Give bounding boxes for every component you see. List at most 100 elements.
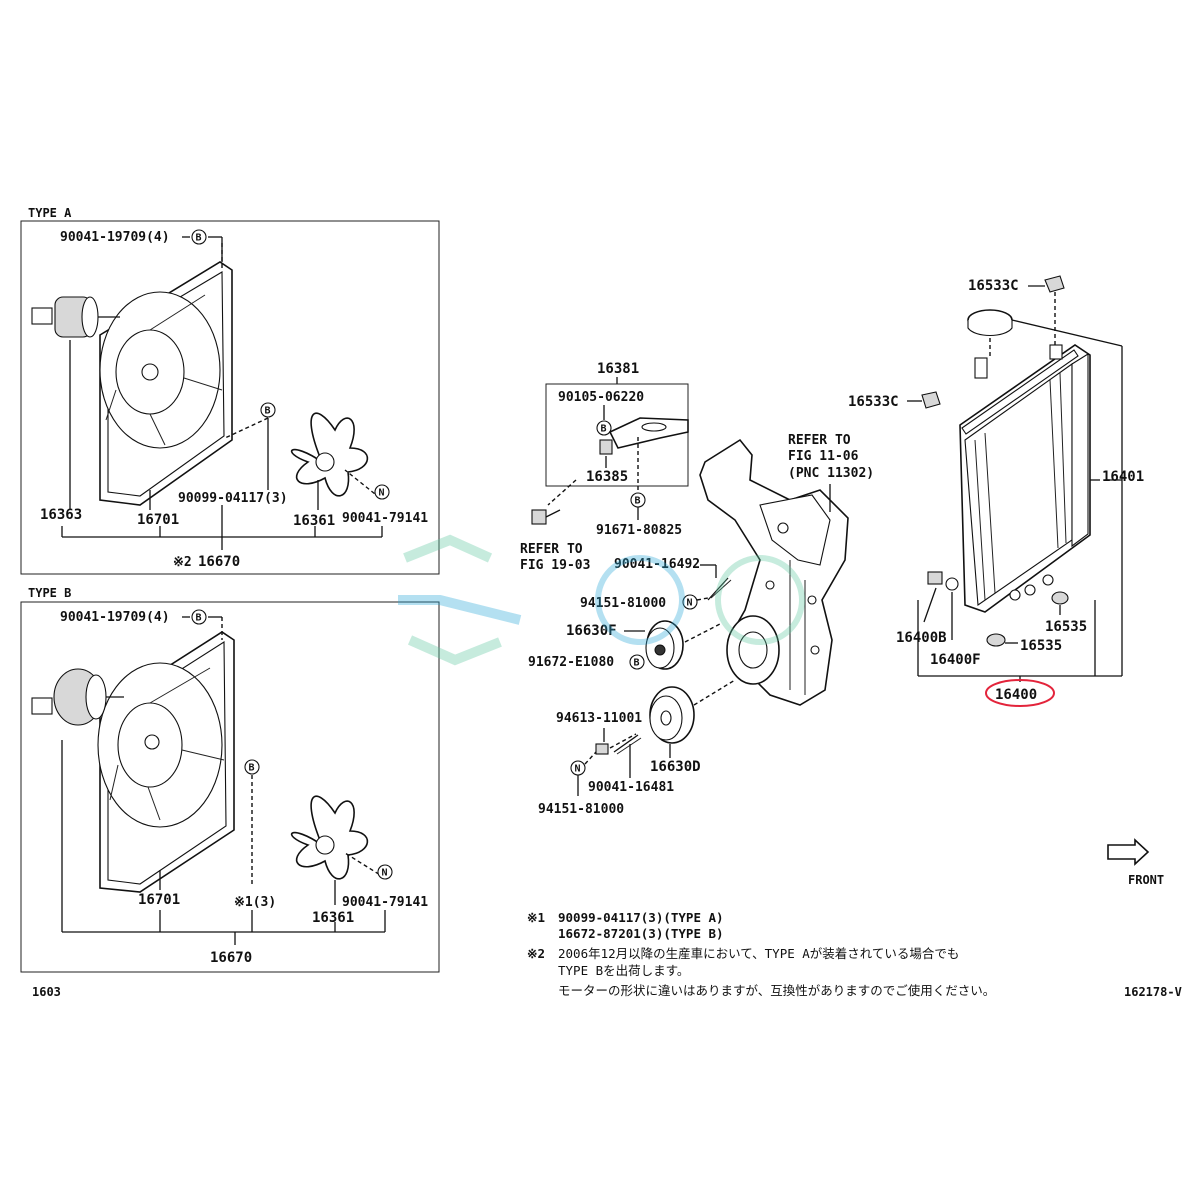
n-letter: N bbox=[382, 868, 388, 879]
nut-top-label: 94151-81000 bbox=[580, 596, 666, 611]
front-label: FRONT bbox=[1128, 873, 1164, 887]
type-b-bolt-mid-label: ※1(3) bbox=[234, 895, 276, 910]
type-a-motor bbox=[31, 296, 120, 338]
type-a-frame bbox=[20, 220, 440, 575]
type-b-b-mark-mid bbox=[244, 759, 260, 775]
page-number: 1603 bbox=[32, 985, 61, 999]
type-a-assembly-mark: ※2 bbox=[173, 555, 192, 570]
type-a-bolt-top-label: 90041-19709(4) bbox=[60, 230, 170, 245]
b-letter: B bbox=[196, 613, 202, 624]
type-b-bolt-top-label: 90041-19709(4) bbox=[60, 610, 170, 625]
refer-11-line3: (PNC 11302) bbox=[788, 466, 874, 481]
type-a-shroud-label: 16701 bbox=[137, 512, 179, 528]
type-b-fan bbox=[290, 795, 369, 880]
core-label: 16401 bbox=[1102, 469, 1144, 485]
notes: ※1 90099-04117(3)(TYPE A) 16672-87201(3)… bbox=[527, 910, 995, 998]
watermark bbox=[398, 534, 805, 666]
n-letter: N bbox=[379, 488, 385, 499]
idler-top-label: 16630F bbox=[566, 623, 617, 639]
bracket-group-frame bbox=[545, 383, 689, 487]
radiator-body bbox=[959, 344, 1091, 613]
type-a-bolt-mid-label: 90099-04117(3) bbox=[178, 491, 288, 506]
type-a-shroud bbox=[99, 261, 233, 506]
note2-line2: TYPE Bを出荷します。 bbox=[558, 963, 689, 978]
note2-mark: ※2 bbox=[527, 946, 545, 961]
clip-label: 91671-80825 bbox=[596, 523, 682, 538]
type-a-title: TYPE A bbox=[28, 206, 72, 220]
note1-line2: 16672-87201(3)(TYPE B) bbox=[558, 926, 724, 941]
cap-top-label: 16533C bbox=[968, 278, 1019, 294]
cap-side-label: 16533C bbox=[848, 394, 899, 410]
type-a-fan-label: 16361 bbox=[293, 513, 335, 529]
bracket-part bbox=[599, 417, 689, 455]
illustration-code: 162178-V bbox=[1124, 985, 1182, 999]
idler-bolt-b-mark bbox=[629, 654, 645, 670]
note1-line1: 90099-04117(3)(TYPE A) bbox=[558, 910, 724, 925]
center-bolt bbox=[531, 509, 561, 525]
type-b-fan-label: 16361 bbox=[312, 910, 354, 926]
b-letter: B bbox=[196, 233, 202, 244]
drain-plugs bbox=[927, 571, 959, 591]
type-b-shroud-label: 16701 bbox=[138, 892, 180, 908]
note2-line1: 2006年12月以降の生産車において、TYPE Aが装着されている場合でも bbox=[558, 946, 959, 961]
bracket-b-mark bbox=[596, 420, 612, 436]
note2-line3: モーターの形状に違いはありますが、互換性がありますのでご使用ください。 bbox=[558, 983, 995, 998]
type-b-title: TYPE B bbox=[28, 586, 71, 600]
bracket-bolt-label: 90105-06220 bbox=[558, 390, 644, 405]
type-a-fan bbox=[290, 412, 369, 497]
support-top-label: 16535 bbox=[1045, 619, 1087, 635]
idler-top-pulley bbox=[645, 620, 684, 670]
radiator-cap bbox=[967, 309, 1013, 337]
bracket-group-label: 16381 bbox=[597, 361, 639, 377]
b-letter: B bbox=[634, 658, 640, 669]
type-a-assembly-label: 16670 bbox=[198, 554, 240, 570]
idler-bottom-pulley bbox=[649, 686, 695, 744]
nut-bottom-label: 94151-81000 bbox=[538, 802, 624, 817]
idler-bottom-label: 16630D bbox=[650, 759, 701, 775]
type-b-shroud bbox=[97, 631, 235, 893]
type-a-b-mark-top bbox=[191, 229, 207, 245]
refer-19-line1: REFER TO bbox=[520, 542, 583, 557]
radiator-assembly-label: 16400 bbox=[995, 687, 1037, 703]
type-b-motor bbox=[31, 668, 124, 726]
b-letter: B bbox=[249, 763, 255, 774]
type-a-nut-label: 90041-79141 bbox=[342, 511, 428, 526]
n-letter: N bbox=[687, 598, 693, 609]
type-b-n-mark bbox=[377, 864, 393, 880]
highlight-ring bbox=[985, 679, 1055, 707]
b-letter: B bbox=[601, 424, 607, 435]
front-arrow: FRONT bbox=[1107, 838, 1164, 887]
b-letter: B bbox=[635, 496, 641, 507]
idler-bolt-label: 91672-E1080 bbox=[528, 655, 614, 670]
type-a-b-mark-mid bbox=[260, 402, 276, 418]
type-b-panel: TYPE B bbox=[20, 586, 440, 973]
stud-top bbox=[707, 577, 732, 601]
cap-side-part bbox=[921, 391, 941, 409]
cap-top-part bbox=[1044, 275, 1065, 293]
b-letter: B bbox=[265, 406, 271, 417]
drain-f-label: 16400F bbox=[930, 652, 981, 668]
stud-top-label: 90041-16492 bbox=[614, 557, 700, 572]
refer-19-line2: FIG 19-03 bbox=[520, 558, 590, 573]
type-a-n-mark bbox=[374, 484, 390, 500]
type-b-nut-label: 90041-79141 bbox=[342, 895, 428, 910]
type-a-motor-label: 16363 bbox=[40, 507, 82, 523]
type-b-assembly-label: 16670 bbox=[210, 950, 252, 966]
type-b-frame bbox=[20, 601, 440, 973]
radiator-group: 16533C 16533C bbox=[848, 275, 1144, 707]
refer-11-line1: REFER TO bbox=[788, 433, 851, 448]
support-top-part bbox=[1051, 591, 1069, 605]
refer-11-line2: FIG 11-06 bbox=[788, 449, 859, 464]
nut-top-n-mark bbox=[682, 594, 698, 610]
washer-label: 94613-11001 bbox=[556, 711, 642, 726]
washer-stud bbox=[595, 734, 642, 755]
support-bottom-part bbox=[986, 633, 1006, 647]
bracket-label: 16385 bbox=[586, 469, 628, 485]
note1-mark: ※1 bbox=[527, 910, 545, 925]
type-a-panel: TYPE A bbox=[20, 206, 440, 575]
center-group: 16381 90105-06220 B 16385 B 91671-80825 … bbox=[520, 361, 874, 817]
drain-b-label: 16400B bbox=[896, 630, 947, 646]
n-letter: N bbox=[575, 764, 581, 775]
timing-cover bbox=[699, 438, 849, 706]
